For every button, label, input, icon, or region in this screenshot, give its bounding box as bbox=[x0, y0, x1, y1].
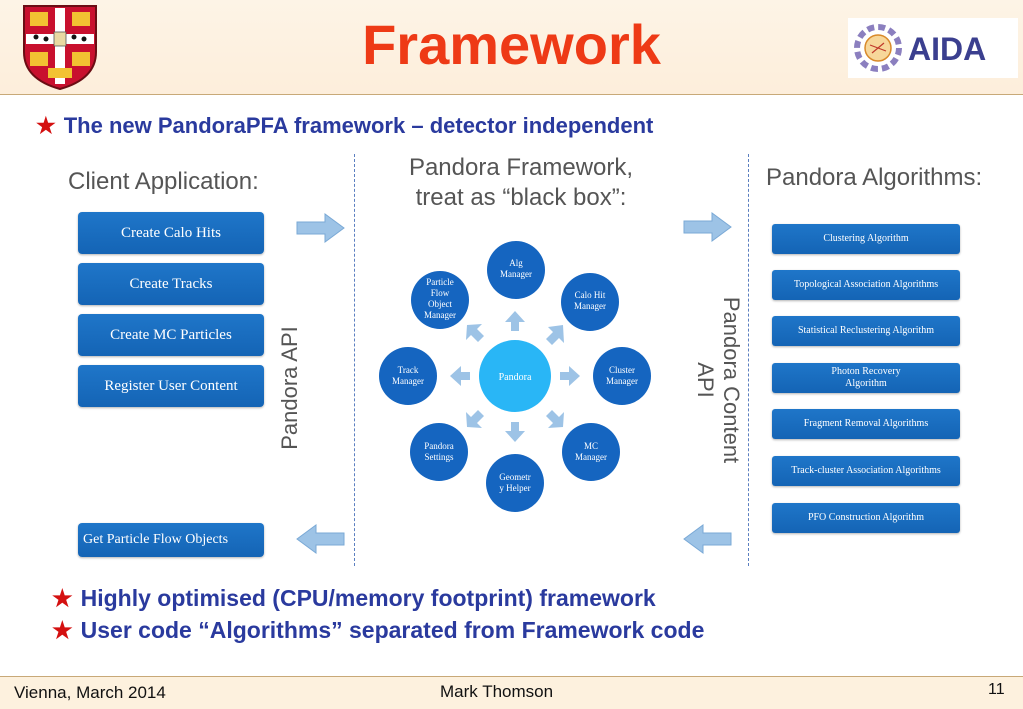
left-divider bbox=[354, 154, 355, 566]
client-heading: Client Application: bbox=[68, 168, 259, 195]
bottom-bullet: ★ User code “Algorithms” separated from F… bbox=[52, 617, 704, 644]
arrow-right-icon bbox=[560, 366, 580, 386]
create-mc-particles-button[interactable]: Create MC Particles bbox=[78, 314, 264, 356]
node-label: Calo Hit bbox=[575, 290, 606, 300]
arrow-upleft-icon bbox=[466, 324, 484, 342]
arrow-down-icon bbox=[505, 422, 525, 442]
pfo-manager-circle[interactable] bbox=[411, 271, 469, 329]
node-label: Manager bbox=[575, 452, 607, 462]
framework-heading-line: treat as “black box”: bbox=[415, 184, 627, 211]
footer-author: Mark Thomson bbox=[440, 682, 554, 701]
node-label: Manager bbox=[500, 269, 532, 279]
framework-heading: Pandora Framework, treat as “black box”: bbox=[360, 153, 682, 213]
slide-title: Framework bbox=[362, 13, 661, 76]
footer-location-date: Vienna, March 2014 bbox=[14, 683, 166, 702]
node-label: Manager bbox=[392, 376, 424, 386]
algorithm-label: Photon Recovery bbox=[831, 366, 901, 377]
fragment-removal-button[interactable]: Fragment Removal Algorithms bbox=[772, 409, 960, 439]
algorithm-label: PFO Construction Algorithm bbox=[807, 512, 925, 523]
node-label: Cluster bbox=[609, 365, 635, 375]
geometry-helper-circle[interactable] bbox=[486, 454, 544, 512]
node-label: Alg bbox=[509, 258, 523, 268]
mc-manager-circle[interactable] bbox=[562, 423, 620, 481]
left-arrow-icon bbox=[683, 524, 732, 554]
arrow-downright-icon bbox=[546, 410, 564, 428]
node-label: Geometr bbox=[499, 472, 531, 482]
right-divider bbox=[748, 154, 749, 566]
track-cluster-association-button[interactable]: Track-cluster Association Algorithms bbox=[772, 456, 960, 486]
pandora-core-circle bbox=[479, 340, 551, 412]
right-arrow-icon bbox=[683, 212, 732, 242]
calo-hit-manager-circle[interactable] bbox=[561, 273, 619, 331]
node-label: Particle bbox=[426, 277, 454, 287]
create-tracks-button[interactable]: Create Tracks bbox=[78, 263, 264, 305]
left-arrow-icon bbox=[296, 524, 345, 554]
arrow-downleft-icon bbox=[466, 410, 484, 428]
arrow-left-icon bbox=[450, 366, 470, 386]
arrow-upright-icon bbox=[546, 325, 564, 345]
node-label: Manager bbox=[606, 376, 638, 386]
node-label: Pandora bbox=[424, 441, 454, 451]
algorithm-label: Fragment Removal Algorithms bbox=[803, 418, 929, 429]
statistical-reclustering-button[interactable]: Statistical Reclustering Algorithm bbox=[772, 316, 960, 346]
node-label: Manager bbox=[424, 310, 456, 320]
node-label: Flow bbox=[431, 288, 450, 298]
node-label: MC bbox=[584, 441, 598, 451]
clustering-algorithm-button[interactable]: Clustering Algorithm bbox=[772, 224, 960, 254]
university-crest-logo bbox=[23, 5, 97, 90]
node-label: Manager bbox=[574, 301, 606, 311]
inner-arrows bbox=[450, 311, 580, 442]
algorithms-heading: Pandora Algorithms: bbox=[766, 164, 983, 191]
algorithm-label: Statistical Reclustering Algorithm bbox=[797, 325, 935, 336]
top-bullet-text: The new PandoraPFA framework – detector … bbox=[63, 113, 654, 138]
node-label: Settings bbox=[424, 452, 454, 462]
algorithm-label: Track-cluster Association Algorithms bbox=[791, 465, 941, 476]
star-bullet-icon: ★ bbox=[52, 617, 73, 643]
star-bullet-icon: ★ bbox=[52, 585, 73, 611]
algorithm-label: Clustering Algorithm bbox=[823, 233, 909, 244]
node-label: y Helper bbox=[499, 483, 530, 493]
cluster-manager-circle[interactable] bbox=[593, 347, 651, 405]
pfo-construction-button[interactable]: PFO Construction Algorithm bbox=[772, 503, 960, 533]
page-number: 11 bbox=[988, 681, 1005, 698]
footer-band bbox=[0, 676, 1023, 709]
alg-manager-circle[interactable] bbox=[487, 241, 545, 299]
arrow-up-icon bbox=[505, 311, 525, 331]
get-particle-flow-objects-button[interactable]: Get Particle Flow Objects bbox=[78, 523, 264, 557]
node-label: Track bbox=[398, 365, 419, 375]
bottom-bullet-text: User code “Algorithms” separated from Fr… bbox=[80, 617, 705, 643]
pandora-core-label: Pandora bbox=[499, 372, 532, 383]
bottom-bullet-text: Highly optimised (CPU/memory footprint) … bbox=[80, 585, 656, 611]
right-arrow-icon bbox=[296, 213, 345, 243]
create-calo-hits-button[interactable]: Create Calo Hits bbox=[78, 212, 264, 254]
aida-logo: AIDA bbox=[848, 18, 1018, 78]
star-bullet-icon: ★ bbox=[36, 113, 56, 138]
framework-heading-line: Pandora Framework, bbox=[408, 154, 634, 181]
register-user-content-button[interactable]: Register User Content bbox=[78, 365, 264, 407]
bottom-bullet: ★ Highly optimised (CPU/memory footprint)… bbox=[52, 585, 656, 612]
pandora-settings-circle[interactable] bbox=[410, 423, 468, 481]
topological-association-button[interactable]: Topological Association Algorithms bbox=[772, 270, 960, 300]
aida-logo-text: AIDA bbox=[908, 31, 986, 67]
algorithm-label: Topological Association Algorithms bbox=[793, 279, 939, 290]
node-label: Object bbox=[428, 299, 452, 309]
top-bullet: ★ The new PandoraPFA framework – detector… bbox=[36, 113, 653, 139]
algorithm-label: Algorithm bbox=[845, 378, 887, 389]
track-manager-circle[interactable] bbox=[379, 347, 437, 405]
